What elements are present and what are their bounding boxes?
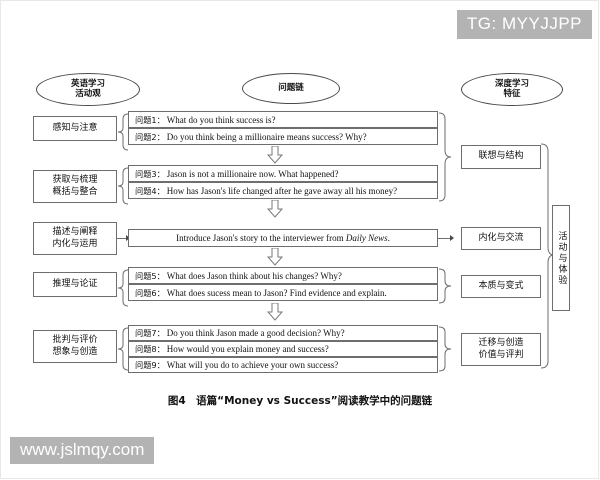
question-4-text: How has Jason's life changed after he ga…: [166, 185, 398, 196]
flow-arrow-down-2-icon: [267, 200, 283, 218]
deep-learning-4-line1: 迁移与创造: [478, 337, 524, 348]
activity-view-box-3: 描述与阐释 内化与运用: [33, 222, 117, 255]
deep-learning-1-line1: 联想与结构: [478, 151, 524, 162]
deep-learning-box-2: 内化与交流: [461, 227, 541, 250]
deep-learning-4-line2: 价值与评判: [478, 349, 524, 360]
right-bracket-assoc: [438, 112, 452, 202]
question-4-label: 问题4：: [135, 185, 165, 196]
deep-learning-box-4: 迁移与创造 价值与评判: [461, 333, 541, 366]
question-box-5: 问题5： What does Jason think about his cha…: [128, 267, 438, 284]
question-7-text: Do you think Jason made a good decision?…: [166, 328, 345, 338]
activity-view-3-line1: 描述与阐释: [52, 226, 98, 237]
header-right-line2: 特征: [503, 88, 521, 99]
question-box-7: 问题7： Do you think Jason made a good deci…: [128, 325, 438, 341]
question-box-8: 问题8： How would you explain money and suc…: [128, 341, 438, 357]
deep-learning-2-line1: 内化与交流: [478, 232, 524, 243]
right-arrow-internal-icon: [450, 235, 454, 241]
question-5-label: 问题5：: [135, 270, 165, 281]
narrative-task-box: Introduce Jason's story to the interview…: [128, 229, 438, 247]
question-5-text: What does Jason think about his changes?…: [166, 270, 342, 281]
question-box-2: 问题2： Do you think being a millionaire me…: [128, 128, 438, 145]
activity-view-box-2: 获取与梳理 概括与整合: [33, 170, 117, 203]
activity-view-box-4: 推理与论证: [33, 272, 117, 297]
question-2-label: 问题2：: [135, 131, 165, 142]
header-left-line2: 活动观: [75, 88, 101, 99]
deep-learning-box-1: 联想与结构: [461, 145, 541, 169]
question-9-text: What will you do to achieve your own suc…: [166, 360, 339, 370]
flow-arrow-down-4-icon: [267, 303, 283, 321]
narrative-suffix: .: [387, 233, 390, 243]
right-bracket-transfer: [438, 326, 452, 372]
activity-view-box-5: 批判与评价 想象与创造: [33, 330, 117, 363]
site-watermark: www.jslmqy.com: [10, 437, 155, 464]
question-9-label: 问题9：: [135, 360, 165, 370]
flow-arrow-down-1-icon: [267, 146, 283, 164]
header-ellipse-center: 问题链: [242, 73, 340, 104]
question-6-text: What does sucess mean to Jason? Find evi…: [166, 287, 387, 298]
question-3-label: 问题3：: [135, 168, 165, 179]
activity-view-box-1: 感知与注意: [33, 116, 117, 141]
narrative-italic-source: Daily News: [345, 233, 388, 243]
question-2-text: Do you think being a millionaire means s…: [166, 131, 367, 142]
left-bracket-1: [117, 113, 129, 151]
header-center-line1: 问题链: [278, 82, 304, 93]
figure-caption: 图4 语篇“Money vs Success”阅读教学中的问题链: [167, 395, 433, 407]
header-right-line1: 深度学习: [494, 78, 529, 89]
question-box-3: 问题3： Jason is not a millionaire now. Wha…: [128, 165, 438, 182]
activity-view-2-line1: 获取与梳理: [52, 174, 98, 185]
question-8-label: 问题8：: [135, 344, 165, 354]
activity-view-5-line1: 批判与评价: [52, 334, 98, 345]
question-7-label: 问题7：: [135, 328, 165, 338]
activity-experience-box: 活动与体验: [552, 205, 570, 311]
activity-view-4-line1: 推理与论证: [52, 278, 98, 289]
left-bracket-2: [117, 167, 129, 205]
question-1-text: What do you think success is?: [166, 114, 276, 125]
activity-view-5-line2: 想象与创造: [52, 346, 98, 357]
right-connector-internal: [438, 238, 452, 239]
left-connector-3: [117, 238, 128, 239]
header-ellipse-left: 英语学习 活动观: [36, 73, 140, 106]
deep-learning-3-line1: 本质与变式: [478, 280, 524, 291]
question-box-6: 问题6： What does sucess mean to Jason? Fin…: [128, 284, 438, 301]
activity-view-1-line1: 感知与注意: [52, 122, 98, 133]
header-ellipse-right: 深度学习 特征: [461, 73, 563, 106]
question-box-1: 问题1： What do you think success is?: [128, 111, 438, 128]
question-6-label: 问题6：: [135, 287, 165, 298]
left-bracket-5: [117, 327, 129, 371]
header-left-line1: 英语学习: [70, 78, 105, 89]
question-box-9: 问题9： What will you do to achieve your ow…: [128, 357, 438, 373]
activity-experience-label: 活动与体验: [556, 230, 567, 286]
outer-right-bracket: [540, 143, 554, 369]
flow-arrow-down-3-icon: [267, 248, 283, 266]
activity-view-3-line2: 内化与运用: [52, 238, 98, 249]
activity-view-2-line2: 概括与整合: [52, 186, 98, 197]
tg-watermark-tag: TG: MYYJJPP: [456, 10, 592, 39]
question-1-label: 问题1：: [135, 114, 165, 125]
question-3-text: Jason is not a millionaire now. What hap…: [166, 168, 339, 179]
left-bracket-4: [117, 269, 129, 307]
deep-learning-box-3: 本质与变式: [461, 275, 541, 298]
question-8-text: How would you explain money and success?: [166, 344, 329, 354]
right-bracket-essence: [438, 268, 452, 304]
narrative-task-text: Introduce Jason's story to the interview…: [176, 233, 390, 243]
narrative-prefix: Introduce Jason's story to the interview…: [176, 233, 346, 243]
question-box-4: 问题4： How has Jason's life changed after …: [128, 182, 438, 199]
